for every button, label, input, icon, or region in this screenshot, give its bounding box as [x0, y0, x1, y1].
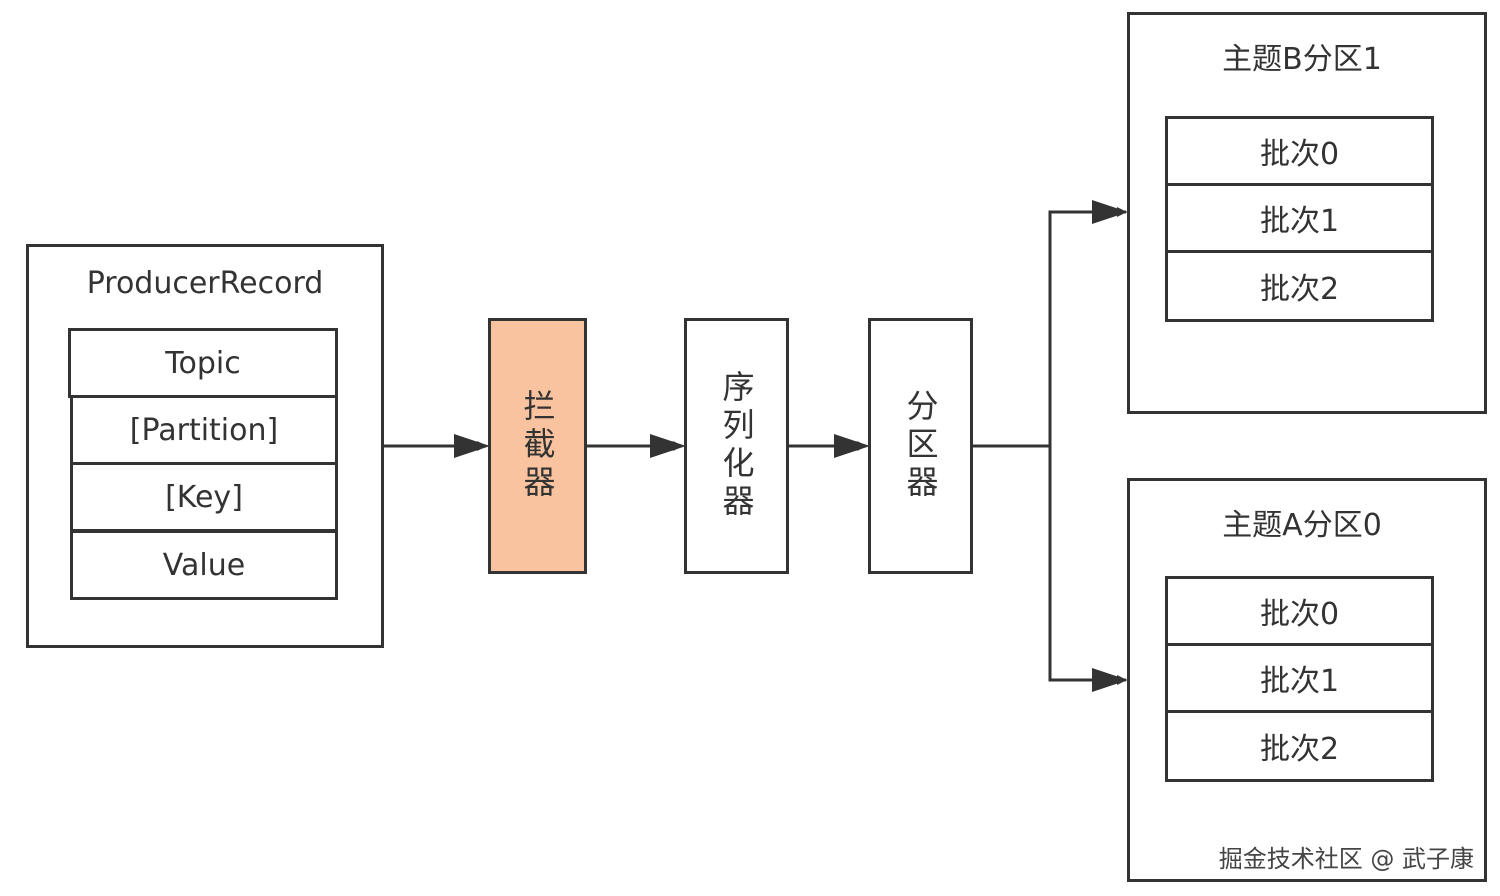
- topic-b-partition-1-title: 主题B分区1: [1222, 42, 1382, 77]
- arrowhead-4: [1092, 200, 1128, 224]
- producer-record-title: ProducerRecord: [86, 266, 324, 301]
- arrow-to-topic-a: [1048, 446, 1127, 685]
- topic-a-partition-0-title: 主题A分区0: [1222, 508, 1382, 543]
- record-field-value: Value: [70, 530, 338, 600]
- interceptor-label: 拦截器: [518, 389, 557, 503]
- partitioner-box: 分区器: [868, 318, 973, 574]
- record-field-topic: Topic: [68, 328, 338, 398]
- topic-a-batch-0: 批次0: [1165, 576, 1434, 646]
- arrow-to-topic-b: [1048, 207, 1127, 446]
- record-field-partition: [Partition]: [70, 395, 338, 465]
- arrowhead-1: [454, 434, 490, 458]
- serializer-label: 序列化器: [717, 370, 756, 522]
- topic-b-batch-1: 批次1: [1165, 183, 1434, 253]
- topic-a-batch-2: 批次2: [1165, 710, 1434, 782]
- interceptor-box: 拦截器: [488, 318, 587, 574]
- arrowhead-2: [650, 434, 686, 458]
- topic-b-batch-2: 批次2: [1165, 250, 1434, 322]
- arrowhead-5: [1092, 668, 1128, 692]
- serializer-box: 序列化器: [684, 318, 789, 574]
- topic-a-batch-1: 批次1: [1165, 643, 1434, 713]
- arrowhead-3: [834, 434, 870, 458]
- record-field-key: [Key]: [70, 462, 338, 532]
- topic-b-batch-0: 批次0: [1165, 116, 1434, 186]
- partitioner-label: 分区器: [901, 389, 940, 503]
- watermark-text: 掘金技术社区 @ 武子康: [1218, 845, 1474, 873]
